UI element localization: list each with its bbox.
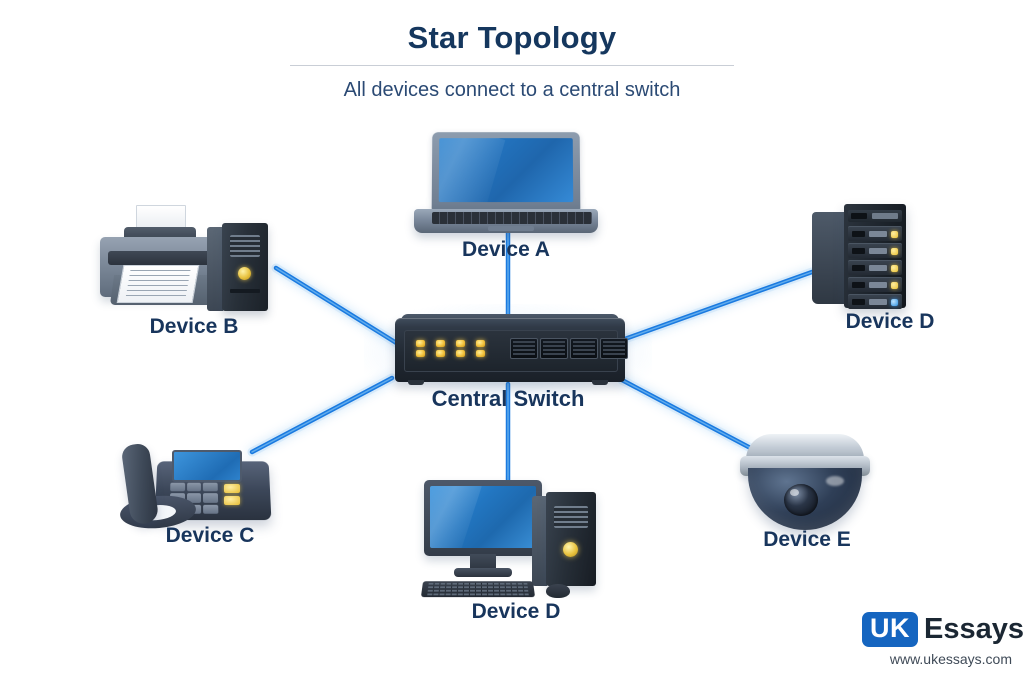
node-device-d-server[interactable]: Device D <box>800 198 980 338</box>
device-d-server-label: Device D <box>845 310 935 333</box>
page-subtitle: All devices connect to a central switch <box>343 79 681 101</box>
diagram-header: Star Topology All devices connect to a c… <box>0 18 1024 103</box>
device-c-label: Device C <box>165 524 255 547</box>
node-central-switch[interactable]: Central Switch <box>364 300 652 420</box>
device-b-label: Device B <box>149 315 239 338</box>
node-device-e[interactable]: Device E <box>722 424 892 554</box>
page-title: Star Topology <box>407 20 617 55</box>
logo-wordmark: UK Essays <box>862 612 1024 647</box>
node-device-a[interactable]: Device A <box>408 132 604 264</box>
ukessays-logo[interactable]: UK Essays www.ukessays.com <box>862 612 1024 668</box>
central-switch-label: Central Switch <box>431 386 585 411</box>
logo-badge: UK <box>862 612 918 647</box>
device-d-pc-label: Device D <box>471 600 561 623</box>
logo-word: Essays <box>924 613 1024 645</box>
node-device-d-pc[interactable]: Device D <box>418 478 614 623</box>
device-e-label: Device E <box>763 528 851 551</box>
node-device-c[interactable]: Device C <box>118 420 300 550</box>
logo-url: www.ukessays.com <box>889 651 1012 667</box>
title-divider <box>290 65 734 66</box>
node-device-b[interactable]: Device B <box>96 205 292 345</box>
device-a-label: Device A <box>462 238 550 261</box>
